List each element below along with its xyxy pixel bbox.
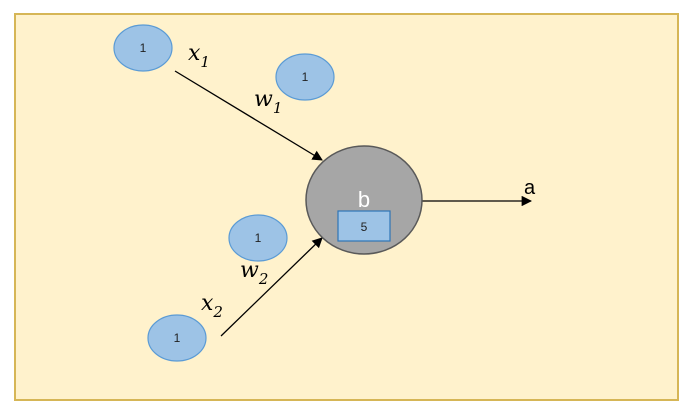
input-x2-node: 1 [147,314,207,362]
label-x2: x2 [201,291,223,321]
label-x1-symbol: x [188,41,201,66]
label-w1: w1 [254,87,282,117]
arrow-x1-to-neuron [174,70,323,161]
input-x1-bubble [113,24,173,72]
weight-w1-node: 1 [275,53,335,101]
neuron-circle [305,145,423,255]
weight-w2-value: 1 [255,231,262,245]
arrow-x2-to-neuron [220,237,323,337]
label-w2: w2 [240,258,268,288]
label-w1-sub: 1 [273,99,283,117]
weight-w2-node: 1 [228,214,288,262]
output-label: a [524,177,536,199]
weight-w1-bubble [275,53,335,101]
input-x2-value: 1 [174,331,181,345]
label-w1-symbol: w [254,87,273,112]
weight-w1-value: 1 [302,70,309,84]
bias-box [337,210,391,242]
label-x2-symbol: x [201,291,214,316]
label-w2-sub: 2 [258,270,269,288]
input-x1-value: 1 [140,41,147,55]
neuron-label: b [358,187,370,212]
neuron-node: b 5 [305,145,423,255]
label-x2-sub: 2 [212,303,223,321]
label-x1: x1 [188,41,210,71]
input-x2-bubble [147,314,207,362]
weight-w2-bubble [228,214,288,262]
bias-value: 5 [361,220,368,234]
label-x1-sub: 1 [200,53,210,71]
input-x1-node: 1 [113,24,173,72]
label-w2-symbol: w [240,258,259,283]
